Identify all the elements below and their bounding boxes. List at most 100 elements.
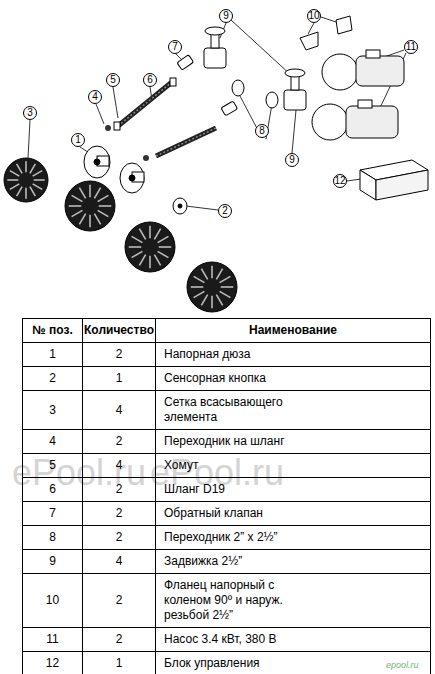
clamp bbox=[170, 78, 176, 86]
table-cell: Насос 3.4 кВт, 380 В bbox=[155, 627, 431, 652]
gate-valve bbox=[204, 48, 226, 68]
table-cell: Переходник на шланг bbox=[155, 429, 431, 454]
grate-slot bbox=[98, 195, 109, 201]
leader-line bbox=[308, 23, 314, 34]
grate-slot bbox=[221, 286, 234, 288]
grate-slot bbox=[94, 188, 100, 199]
gate-valve bbox=[284, 90, 306, 110]
grate-slot bbox=[33, 171, 43, 177]
table-cell: Шланг D19 bbox=[155, 477, 431, 502]
leader-line bbox=[113, 87, 118, 118]
pump-motor bbox=[346, 106, 398, 138]
table-cell: 2 bbox=[82, 429, 156, 454]
handwheel bbox=[205, 27, 225, 35]
grate-slot bbox=[79, 188, 85, 199]
table-cell: 1 bbox=[22, 342, 83, 367]
callout-number: 7 bbox=[168, 40, 182, 54]
grate-slot bbox=[34, 179, 45, 181]
callout-number: 4 bbox=[88, 90, 102, 104]
table-cell: 2 bbox=[82, 627, 156, 652]
grate-slot bbox=[69, 205, 82, 207]
grate-slot bbox=[129, 246, 142, 248]
table-cell: Фланец напорный с коленом 90º и наруж. р… bbox=[155, 573, 431, 628]
table-header: Количество bbox=[82, 318, 156, 343]
leader-line bbox=[186, 206, 218, 210]
clamp bbox=[114, 122, 120, 130]
grate-slot bbox=[99, 205, 112, 207]
table-cell: 2 bbox=[82, 573, 156, 628]
leader-line bbox=[231, 20, 292, 76]
grate-slot bbox=[10, 184, 20, 190]
table-cell: Сенсорная кнопка bbox=[155, 366, 431, 391]
nozzle-hole bbox=[129, 175, 135, 181]
table-cell: 11 bbox=[22, 627, 83, 652]
check-valve bbox=[177, 55, 194, 70]
table-cell: 3 bbox=[22, 390, 83, 430]
table-cell: 2 bbox=[82, 501, 156, 526]
grate-slot bbox=[139, 229, 145, 240]
nozzle-flange bbox=[120, 163, 144, 193]
grate-slot bbox=[25, 188, 27, 199]
callout-number: 1 bbox=[71, 133, 85, 147]
leader-line bbox=[96, 104, 104, 124]
suction-grates bbox=[4, 158, 237, 312]
table-cell: 4 bbox=[82, 549, 156, 574]
grate-slot bbox=[89, 215, 91, 228]
table-cell: 2 bbox=[82, 342, 156, 367]
grate-slot bbox=[72, 210, 83, 216]
pump-housing bbox=[322, 54, 358, 90]
suction-grate bbox=[125, 222, 175, 272]
hose-adapter bbox=[105, 125, 111, 131]
table-header: Наименование bbox=[155, 318, 431, 343]
hose bbox=[156, 128, 216, 156]
table-cell: 2 bbox=[22, 366, 83, 391]
grate-slot bbox=[216, 269, 222, 280]
grate-slot bbox=[201, 295, 207, 306]
table-cell: Обратный клапан bbox=[155, 501, 431, 526]
nozzle-hole bbox=[94, 159, 100, 165]
grate-slot bbox=[94, 214, 100, 225]
grate-slot bbox=[149, 256, 151, 269]
watermark: ePool.ru bbox=[12, 452, 146, 494]
grate-slot bbox=[72, 195, 83, 201]
valves bbox=[177, 27, 306, 116]
grate-slot bbox=[211, 296, 213, 309]
hose bbox=[118, 82, 172, 126]
flange-elbow bbox=[300, 32, 318, 50]
pump-housing bbox=[312, 104, 348, 140]
callout-number: 9 bbox=[219, 9, 233, 23]
callout-number: 9 bbox=[285, 153, 299, 167]
callout-number: 12 bbox=[333, 174, 347, 188]
sensor-dot bbox=[178, 204, 182, 208]
adapter-ring bbox=[266, 92, 278, 108]
leader-line bbox=[28, 120, 30, 158]
table-cell: 8 bbox=[22, 525, 83, 550]
grate-slot bbox=[159, 246, 172, 248]
grate-slot bbox=[10, 171, 20, 177]
control-box-side bbox=[360, 170, 376, 200]
table-cell: 4 bbox=[22, 429, 83, 454]
table-cell: 6 bbox=[22, 477, 83, 502]
hoses bbox=[105, 78, 216, 161]
grate-slot bbox=[30, 187, 35, 197]
table-cell: 12 bbox=[22, 651, 83, 674]
suction-grate bbox=[187, 262, 237, 312]
table-header: № поз. bbox=[22, 318, 83, 343]
table-cell: 7 bbox=[22, 501, 83, 526]
suction-grate bbox=[4, 158, 48, 202]
callout-number: 5 bbox=[106, 73, 120, 87]
table-cell: Хомут bbox=[155, 453, 431, 478]
grate-slot bbox=[220, 291, 231, 297]
table-cell: Задвижка 2½” bbox=[155, 549, 431, 574]
callout-number: 2 bbox=[218, 204, 232, 218]
table-cell: 10 bbox=[22, 573, 83, 628]
grate-slot bbox=[30, 164, 35, 174]
grate-slot bbox=[154, 229, 160, 240]
grate-slot bbox=[25, 161, 27, 172]
pumps bbox=[300, 16, 428, 200]
leader-line bbox=[321, 17, 336, 22]
grate-slot bbox=[89, 185, 91, 198]
watermark: epool.ru bbox=[386, 660, 419, 670]
grate-slot bbox=[132, 251, 143, 257]
control-box-front bbox=[376, 170, 428, 200]
